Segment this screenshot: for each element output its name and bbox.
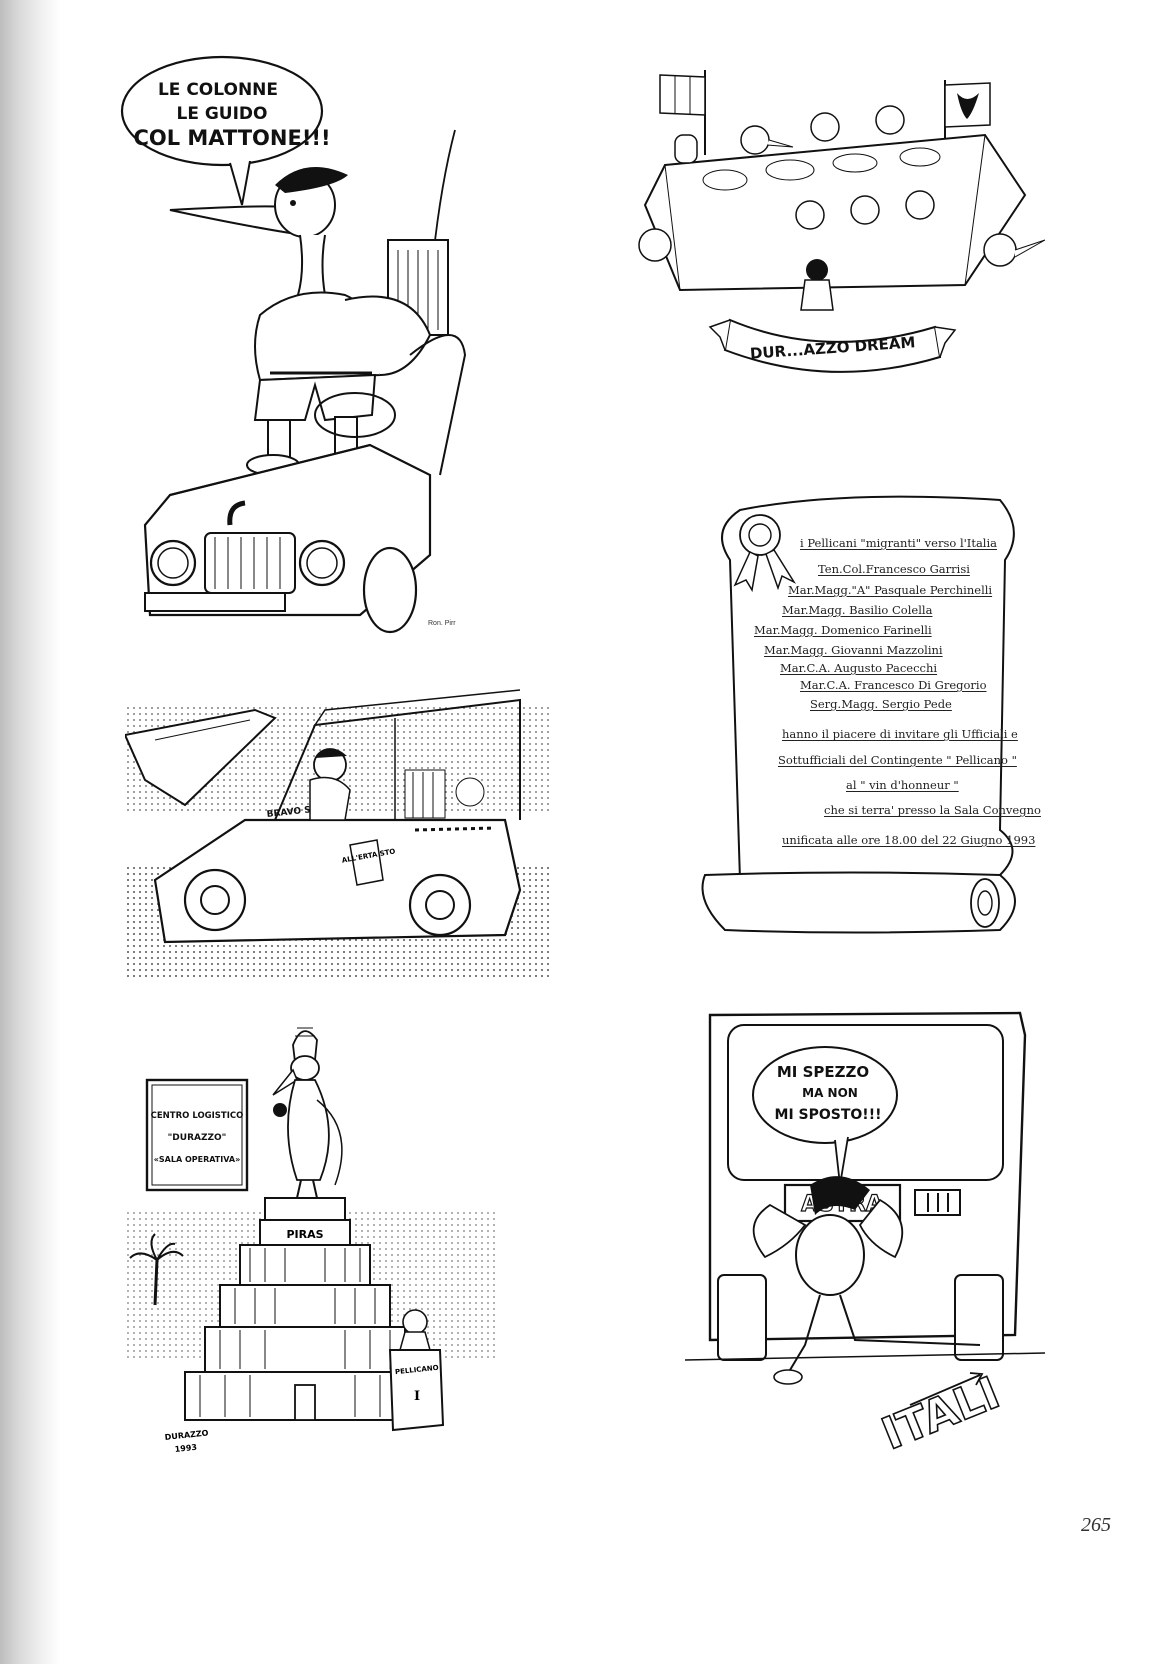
cartoon-banquet: DUR...AZZO DREAM	[605, 65, 1050, 385]
pyramid-signature-line-2: 1993	[174, 1443, 197, 1454]
cartoon-vehicle: BRAVO S ALL'ERTA STO	[125, 680, 550, 980]
scroll-line-13: che si terra' presso la Sala Convegno	[824, 803, 1041, 817]
scroll-line-12: al " vin d'honneur "	[846, 778, 959, 792]
scroll-line-11: Sottufficiali del Contingente " Pellican…	[778, 753, 1017, 767]
truck-road-text: ITALI	[875, 1367, 1007, 1460]
truck-drawing: MI SPEZZO MA NON MI SPOSTO!!! ASTRA ITAL…	[684, 1011, 1046, 1461]
scroll-line-6: Mar.Magg. Giovanni Mazzolini	[764, 643, 943, 657]
scroll-line-4: Mar.Magg. Basilio Colella	[782, 603, 933, 617]
truck-speech-line-3: MI SPOSTO!!!	[775, 1107, 882, 1123]
scroll-line-3: Mar.Magg."A" Pasquale Perchinelli	[788, 583, 993, 597]
cartoon-truck: MI SPEZZO MA NON MI SPOSTO!!! ASTRA ITAL…	[680, 995, 1050, 1475]
scroll-drawing	[701, 495, 1016, 934]
scroll-line-1: i Pellicani "migranti" verso l'Italia	[800, 536, 998, 550]
pelican-jeep-drawing: LE COLONNE LE GUIDO COL MATTONE!!!	[120, 55, 467, 634]
pyramid-sign-line-3: «SALA OPERATIVA»	[154, 1155, 241, 1164]
vehicle-drawing: BRAVO S ALL'ERTA STO	[125, 689, 522, 944]
scroll-line-5: Mar.Magg. Domenico Farinelli	[754, 623, 932, 637]
pelican-speech-line-2: LE GUIDO	[176, 104, 267, 124]
banquet-drawing: DUR...AZZO DREAM	[638, 70, 1046, 373]
pyramid-drawing: CENTRO LOGISTICO "DURAZZO" «SALA OPERATI…	[129, 1027, 445, 1454]
scroll-line-8: Mar.C.A. Francesco Di Gregorio	[800, 678, 987, 692]
vehicle-door-text: BRAVO S	[266, 805, 311, 820]
scroll-line-7: Mar.C.A. Augusto Pacecchi	[780, 661, 938, 675]
truck-speech-line-2: MA NON	[802, 1086, 858, 1100]
scroll-line-14: unificata alle ore 18.00 del 22 Giugno 1…	[782, 833, 1036, 847]
pyramid-top-block-text: PIRAS	[286, 1228, 323, 1241]
pyramid-signature-line-1: DURAZZO	[164, 1428, 209, 1442]
book-spine-shadow	[0, 0, 60, 1664]
pelican-speech-line-1: LE COLONNE	[158, 80, 278, 100]
pelican-jeep-signature: Ron. Pirr	[428, 620, 456, 627]
pyramid-sign-line-2: "DURAZZO"	[168, 1133, 227, 1143]
truck-speech-line-1: MI SPEZZO	[777, 1063, 869, 1081]
cartoon-pelican-jeep: LE COLONNE LE GUIDO COL MATTONE!!!	[110, 55, 510, 645]
scroll-line-10: hanno il piacere di invitare gli Ufficia…	[782, 727, 1018, 741]
pelican-speech-line-3: COL MATTONE!!!	[133, 126, 330, 150]
cartoon-scroll	[700, 490, 1030, 970]
scroll-line-2: Ten.Col.Francesco Garrisi	[818, 562, 970, 576]
scroll-line-9: Serg.Magg. Sergio Pede	[810, 697, 952, 711]
page-number: 265	[1081, 1514, 1111, 1536]
crate-numeral-text: I	[414, 1389, 420, 1404]
pyramid-sign-line-1: CENTRO LOGISTICO	[151, 1111, 244, 1121]
cartoon-pyramid: CENTRO LOGISTICO "DURAZZO" «SALA OPERATI…	[125, 1020, 495, 1470]
